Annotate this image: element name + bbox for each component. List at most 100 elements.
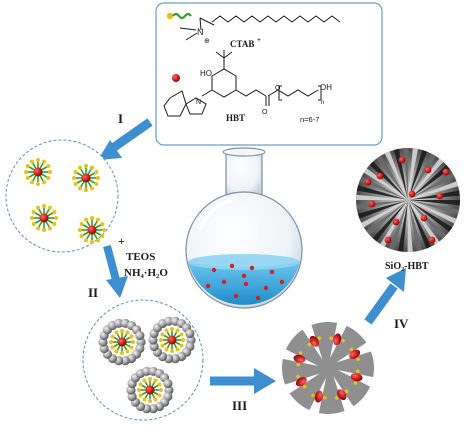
micelle bbox=[72, 164, 100, 192]
molecule-legend: N ⊕ CTAB + bbox=[155, 2, 383, 146]
micelle bbox=[78, 216, 106, 244]
hbt-dot bbox=[428, 236, 436, 244]
silica-bead bbox=[142, 366, 152, 376]
hbt-core bbox=[39, 213, 49, 223]
hbt-particle bbox=[211, 267, 217, 273]
silica-bead bbox=[163, 378, 173, 389]
reagent-teos: TEOS bbox=[126, 251, 155, 263]
reagent-plus: + bbox=[118, 234, 125, 248]
surfactant-head bbox=[84, 217, 88, 222]
sphere-wedge bbox=[408, 158, 444, 200]
micelle-group bbox=[24, 158, 106, 244]
surfactant-head bbox=[48, 170, 52, 174]
surfactant-head bbox=[24, 170, 28, 174]
surfactant-head bbox=[148, 399, 152, 403]
hbt-core bbox=[81, 173, 91, 183]
surfactant-head bbox=[164, 347, 169, 352]
surfactant-head bbox=[142, 397, 147, 402]
sphere-wedge bbox=[408, 172, 455, 200]
surfactant-head bbox=[179, 332, 184, 337]
sphere-wedge bbox=[407, 200, 413, 252]
surfactant-head bbox=[159, 338, 163, 342]
hbt-oh-group: OH bbox=[320, 83, 332, 92]
surfactant-head bbox=[110, 345, 115, 350]
surfactant-head bbox=[296, 362, 301, 367]
hbt-structure bbox=[163, 50, 322, 117]
surfactant-head bbox=[84, 238, 88, 243]
surfactant-head bbox=[100, 234, 105, 238]
surfactant-head bbox=[90, 165, 94, 170]
surfactant-head bbox=[160, 332, 165, 337]
surfactant-head bbox=[120, 351, 124, 355]
surfactant-head bbox=[78, 186, 82, 191]
sphere-wedge bbox=[408, 200, 457, 224]
surfactant-head bbox=[90, 186, 94, 191]
flask-particles bbox=[205, 263, 285, 301]
surfactant-head bbox=[90, 216, 94, 220]
surfactant-head bbox=[84, 164, 88, 168]
sphere-wedge bbox=[408, 200, 460, 206]
surfactant-head bbox=[42, 159, 46, 164]
sphere-wedge bbox=[408, 200, 453, 232]
surfactant-head bbox=[175, 347, 180, 352]
hbt-dot bbox=[424, 166, 432, 174]
surfactant-head bbox=[42, 204, 46, 208]
surfactant-head bbox=[311, 393, 315, 398]
surfactant-head bbox=[30, 159, 34, 164]
sphere-wedge bbox=[363, 168, 408, 200]
surfactant-head bbox=[96, 238, 100, 243]
surfactant-head bbox=[179, 343, 184, 348]
surfactant-head bbox=[120, 329, 124, 333]
product-label: SiO₂-HBT bbox=[385, 261, 429, 272]
sphere-wedge bbox=[408, 190, 460, 200]
hbt-particle bbox=[229, 263, 235, 269]
surfactant-head bbox=[25, 164, 30, 168]
surfactant-head bbox=[296, 374, 300, 379]
hbt-dot bbox=[398, 156, 406, 164]
surfactant-head bbox=[48, 226, 52, 231]
hbt-dot bbox=[376, 172, 384, 180]
silica-bead bbox=[114, 318, 124, 328]
surfactant-head bbox=[138, 382, 143, 387]
surfactant-head bbox=[131, 340, 135, 344]
templated-silica-particle bbox=[280, 320, 376, 416]
surfactant-head bbox=[341, 338, 345, 343]
hbt-ho-group: HO bbox=[200, 69, 212, 78]
micelle bbox=[109, 329, 135, 355]
hbt-in-pore bbox=[309, 335, 319, 347]
surfactant-head bbox=[30, 216, 34, 220]
hbt-particle bbox=[233, 293, 239, 299]
step-label-4: IV bbox=[394, 316, 409, 331]
hbt-particle bbox=[269, 269, 275, 275]
hbt-dot bbox=[384, 236, 392, 244]
surfactant-head bbox=[137, 388, 141, 392]
surfactant-head bbox=[353, 381, 358, 385]
hbt-core bbox=[145, 385, 155, 395]
micelle bbox=[137, 377, 163, 403]
sphere-wedge bbox=[359, 176, 408, 200]
surfactant-head bbox=[322, 395, 327, 400]
surfactant-head bbox=[125, 349, 130, 354]
coated-micelle-group bbox=[98, 316, 196, 414]
surfactant-head bbox=[73, 182, 78, 186]
silica-bead bbox=[164, 316, 174, 326]
surfactant-head bbox=[153, 378, 158, 383]
surfactant-head bbox=[157, 393, 162, 398]
step-label-2: II bbox=[88, 285, 98, 300]
sphere-wedge bbox=[356, 185, 408, 200]
hbt-n-atom: N bbox=[196, 99, 201, 106]
hbt-core bbox=[167, 335, 177, 345]
sphere-wedge bbox=[408, 149, 428, 200]
surfactant-head bbox=[52, 222, 57, 226]
surfactant-head bbox=[334, 396, 339, 400]
hbt-dot bbox=[364, 178, 372, 186]
hbt-dot bbox=[436, 192, 444, 200]
hbt-dot bbox=[368, 200, 376, 208]
coated-micelle-circle bbox=[82, 299, 204, 421]
surfactant-head bbox=[25, 176, 30, 180]
ctab-structure bbox=[179, 15, 341, 41]
ctab-symbol bbox=[166, 12, 192, 20]
coated-micelle bbox=[148, 316, 196, 364]
sphere-wedge bbox=[397, 200, 408, 252]
arrow-step-3 bbox=[210, 368, 276, 394]
